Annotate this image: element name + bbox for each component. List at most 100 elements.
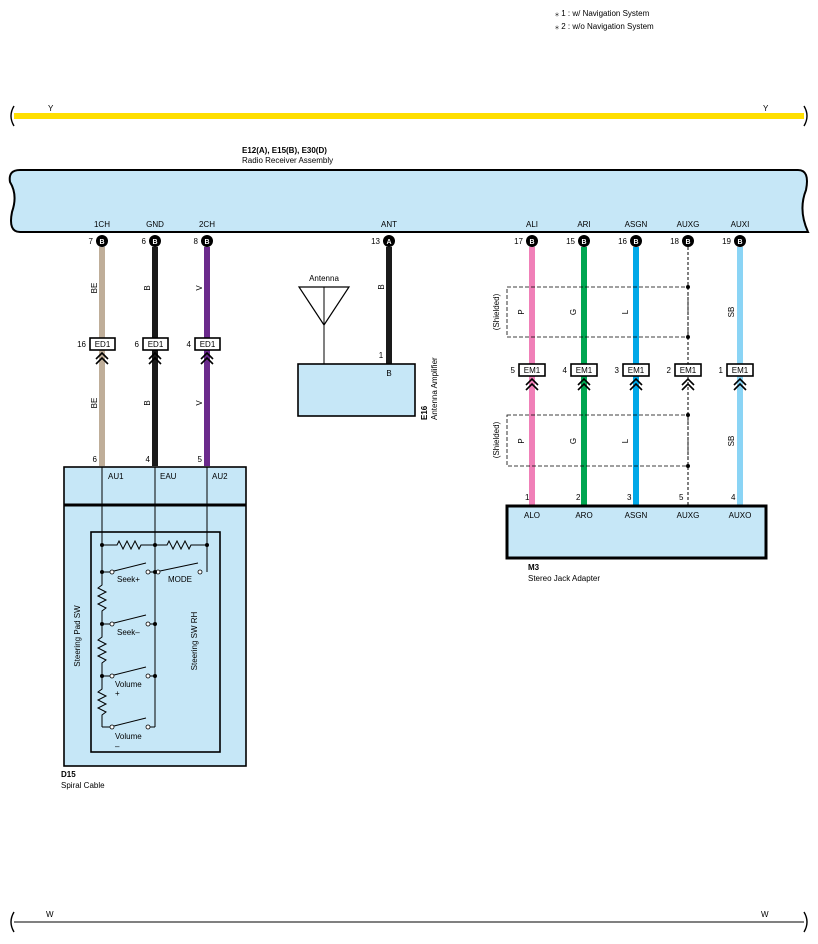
connector-em1-asgn: EM1 3 — [615, 363, 650, 391]
bus-y-left-break — [10, 105, 15, 127]
spiral-code: D15 — [61, 770, 76, 779]
svg-text:ED1: ED1 — [148, 340, 164, 349]
antenna-amp-pin: 1 — [379, 351, 384, 360]
pin-asgn: B 16 — [618, 235, 642, 247]
power-bus-y: Y Y — [10, 104, 808, 127]
wire-label-b-bottom: B — [143, 400, 152, 405]
svg-text:Volume: Volume — [115, 732, 142, 741]
wire-label-sb-top: SB — [727, 307, 736, 318]
connector-ed1-group: ED1 16 ED1 6 ED1 4 — [77, 337, 221, 365]
stereo-jack-adapter: 1 2 3 5 4 ALO ARO ASGN AUXG AUXO M3 Ster… — [505, 493, 768, 583]
svg-text:15: 15 — [566, 237, 575, 246]
bus-y-label-right: Y — [763, 104, 769, 113]
svg-text:EM1: EM1 — [628, 366, 645, 375]
wire-label-sb-bottom: SB — [727, 436, 736, 447]
wire-label-be-top: BE — [90, 283, 99, 294]
svg-text:4: 4 — [563, 366, 568, 375]
connector-ed1-gnd: ED1 6 — [135, 337, 169, 365]
wire-label-ant: B — [377, 284, 386, 289]
svg-text:MODE: MODE — [168, 575, 192, 584]
spiral-terminal-eau: EAU — [160, 472, 177, 481]
bus-w-label-right: W — [761, 910, 769, 919]
steering-sw-rh-label: Steering SW RH — [190, 611, 199, 670]
stereo-jack-box — [505, 504, 768, 560]
svg-text:B: B — [685, 239, 690, 246]
shield-bottom: (Shielded) — [492, 413, 690, 468]
antenna-amp-code: E16 — [420, 405, 429, 420]
jack-pin-auxg: 5 — [679, 493, 684, 502]
pin-gnd: B 6 — [142, 235, 161, 247]
svg-text:EM1: EM1 — [524, 366, 541, 375]
radio-receiver-assembly — [8, 169, 810, 233]
svg-text:16: 16 — [618, 237, 627, 246]
resistor-ladder-2 — [96, 624, 108, 676]
shielded-label-top: (Shielded) — [492, 293, 501, 330]
bus-w-left-break — [10, 911, 15, 933]
switch-mode: MODE — [154, 545, 208, 584]
jack-terminal-alo: ALO — [524, 511, 540, 520]
switch-seek-plus: Seek+ — [102, 562, 157, 584]
pin-auxi: B 19 — [722, 235, 746, 247]
steering-sw-rh-box — [90, 531, 221, 753]
antenna-amplifier: 1 B E16 Antenna Amplifier — [297, 351, 439, 420]
terminal-auxi: AUXI — [731, 220, 750, 229]
svg-text:16: 16 — [77, 340, 86, 349]
svg-text:5: 5 — [511, 366, 516, 375]
jack-pin-auxo: 4 — [731, 493, 736, 502]
terminal-2ch: 2CH — [199, 220, 215, 229]
pin-1ch: B 7 — [89, 235, 108, 247]
shield-top: (Shielded) — [492, 285, 690, 339]
connector-ed1-2ch: ED1 4 — [187, 337, 221, 365]
bus-w-label-left: W — [46, 910, 54, 919]
resistor-ladder-1 — [96, 572, 108, 624]
wire-label-v-bottom: V — [195, 400, 204, 406]
ground-bus-w: W W — [10, 910, 808, 933]
antenna-label: Antenna — [309, 274, 339, 283]
svg-text:–: – — [115, 742, 120, 751]
radio-terminals: 1CH GND 2CH ANT ALI ARI ASGN AUXG AUXI B… — [89, 220, 750, 247]
svg-text:2: 2 — [667, 366, 672, 375]
svg-text:18: 18 — [670, 237, 679, 246]
svg-text:B: B — [152, 239, 157, 246]
terminal-1ch: 1CH — [94, 220, 110, 229]
connector-em1-group: EM1 5 EM1 4 EM1 3 EM1 2 EM1 1 — [511, 363, 754, 391]
connector-em1-ali: EM1 5 — [511, 363, 546, 391]
jack-terminal-asgn: ASGN — [625, 511, 648, 520]
pin-2ch: B 8 — [194, 235, 213, 247]
jack-terminal-auxo: AUXO — [729, 511, 752, 520]
svg-text:EM1: EM1 — [576, 366, 593, 375]
radio-connectors: E12(A), E15(B), E30(D) — [242, 146, 327, 155]
jack-terminal-auxg: AUXG — [677, 511, 700, 520]
antenna: Antenna — [297, 274, 351, 364]
terminal-gnd: GND — [146, 220, 164, 229]
svg-text:B: B — [99, 239, 104, 246]
spiral-pin-au1: 6 — [93, 455, 98, 464]
steering-pad-label: Steering Pad SW — [73, 605, 82, 667]
wire-label-g-top: G — [569, 309, 578, 315]
jack-code: M3 — [528, 563, 540, 572]
bus-y-right-break — [803, 105, 808, 127]
radio-name: Radio Receiver Assembly — [242, 156, 333, 165]
terminal-auxg: AUXG — [677, 220, 700, 229]
connector-em1-auxi: EM1 1 — [719, 363, 754, 391]
spiral-cable: 6 4 5 AU1 EAU AU2 D15 Spiral Cable Steer… — [61, 455, 247, 790]
wire-label-b-top: B — [143, 285, 152, 290]
svg-text:ED1: ED1 — [200, 340, 216, 349]
svg-text:19: 19 — [722, 237, 731, 246]
terminal-ali: ALI — [526, 220, 538, 229]
wire-label-l-bottom: L — [621, 438, 630, 443]
shielded-label-bottom: (Shielded) — [492, 421, 501, 458]
svg-text:Volume: Volume — [115, 680, 142, 689]
svg-text:13: 13 — [371, 237, 380, 246]
resistor-ladder-3 — [96, 676, 108, 727]
svg-text:17: 17 — [514, 237, 523, 246]
svg-text:8: 8 — [194, 237, 199, 246]
svg-text:Seek–: Seek– — [117, 628, 140, 637]
jack-pin-aro: 2 — [576, 493, 581, 502]
svg-text:Seek+: Seek+ — [117, 575, 140, 584]
connector-em1-auxg: EM1 2 — [667, 363, 702, 391]
svg-text:4: 4 — [187, 340, 192, 349]
wire-label-v-top: V — [195, 285, 204, 291]
spiral-terminal-au1: AU1 — [108, 472, 124, 481]
wire-label-be-bottom: BE — [90, 398, 99, 409]
